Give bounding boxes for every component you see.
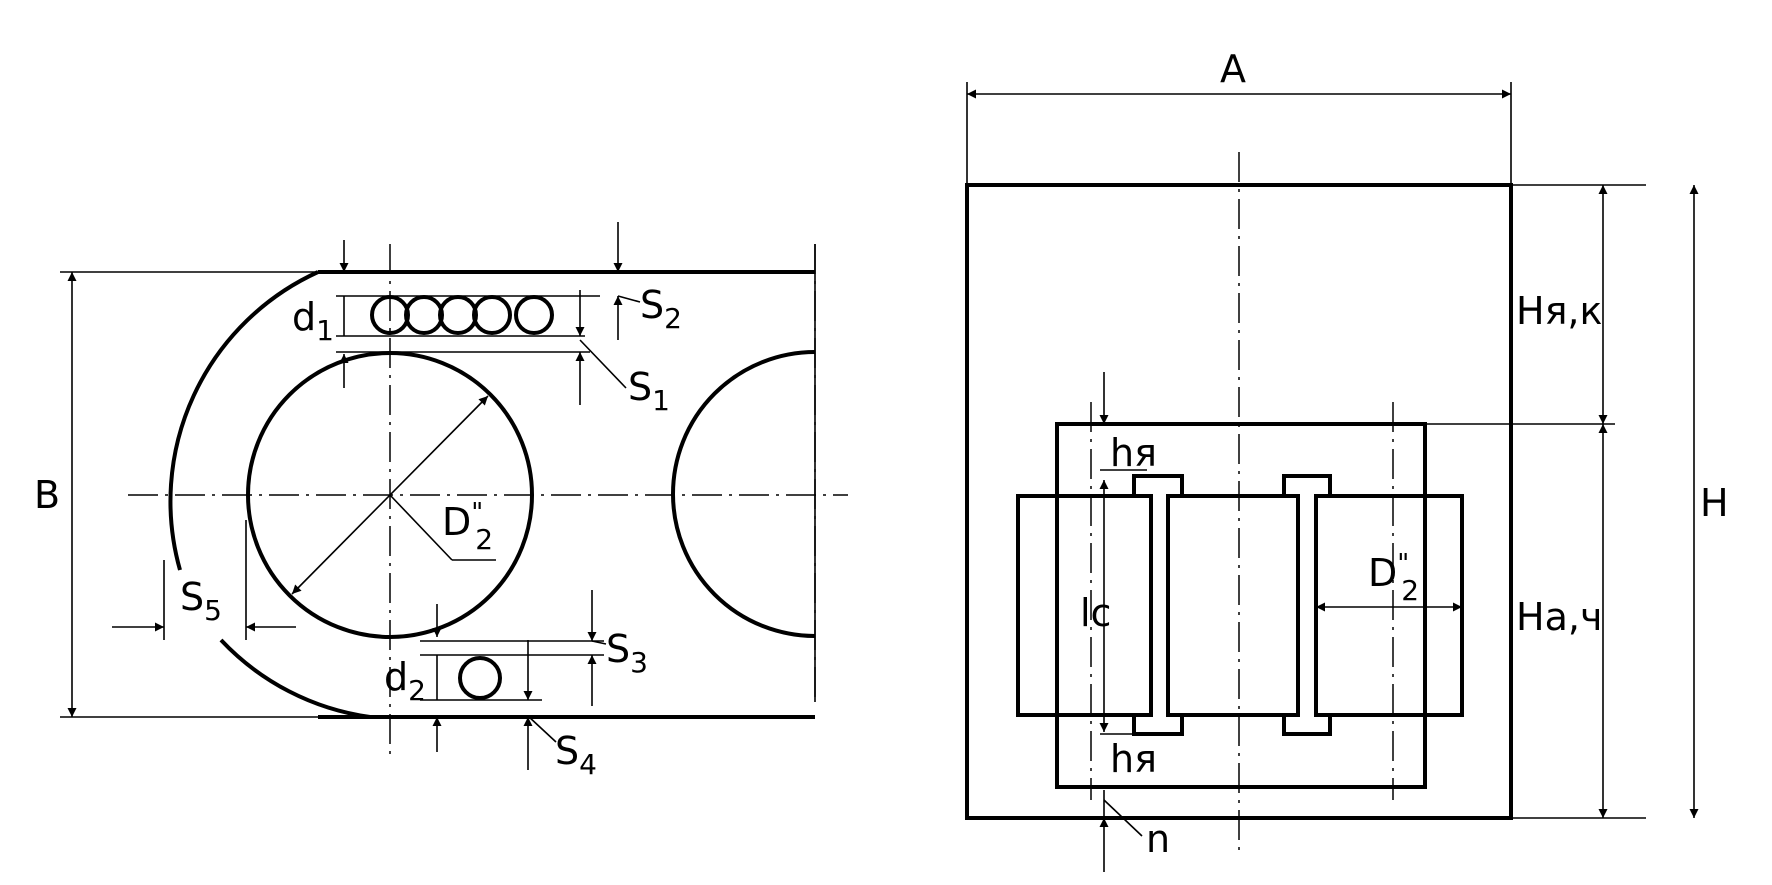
lead-bushings-top <box>370 295 554 335</box>
core-frame <box>1055 422 1427 789</box>
label-S4: S4 <box>555 729 597 781</box>
label-n: n <box>1146 817 1170 861</box>
label-H-active: Hа,ч <box>1516 595 1602 639</box>
bushing-bottom <box>458 656 502 700</box>
bushing-circle <box>438 295 478 335</box>
core-leg-left <box>1132 474 1184 736</box>
S2-leader <box>617 295 641 303</box>
tank-end-arc-upper <box>168 270 319 571</box>
bushing-circle <box>404 295 444 335</box>
label-S3: S3 <box>606 627 648 679</box>
label-D2-right: D"2 <box>1368 549 1419 607</box>
label-lc: lc <box>1080 591 1111 635</box>
label-S1: S1 <box>628 365 670 417</box>
label-S5: S5 <box>180 575 222 627</box>
D2-leader <box>389 494 453 561</box>
coil-circle-second <box>671 350 816 638</box>
bushing-circle <box>472 295 512 335</box>
n-leader <box>1103 799 1143 837</box>
label-H: H <box>1700 481 1729 525</box>
label-d2: d2 <box>384 655 426 707</box>
S4-leader <box>527 715 557 743</box>
label-S2: S2 <box>640 283 682 335</box>
label-h-bottom: hя <box>1110 737 1157 781</box>
label-d1: d1 <box>292 295 334 347</box>
label-D2: D"2 <box>442 498 493 556</box>
winding-right <box>1314 494 1464 717</box>
bushing-circle <box>514 295 554 335</box>
S1-leader <box>579 339 627 389</box>
label-A: A <box>1220 47 1246 91</box>
label-h-top: hя <box>1110 431 1157 475</box>
S3-leader <box>591 640 607 645</box>
elevation-view: A H Hя,к Hа,ч hя hя lc n D"2 <box>965 47 1729 872</box>
core-leg-middle <box>1282 474 1332 736</box>
winding-middle <box>1166 494 1300 717</box>
plan-view: B d1 S2 S1 D"2 S5 d2 S3 S4 <box>34 222 848 781</box>
label-H-yoke: Hя,к <box>1516 289 1602 333</box>
label-B: B <box>34 473 60 517</box>
tank-end-arc-lower <box>219 638 371 719</box>
